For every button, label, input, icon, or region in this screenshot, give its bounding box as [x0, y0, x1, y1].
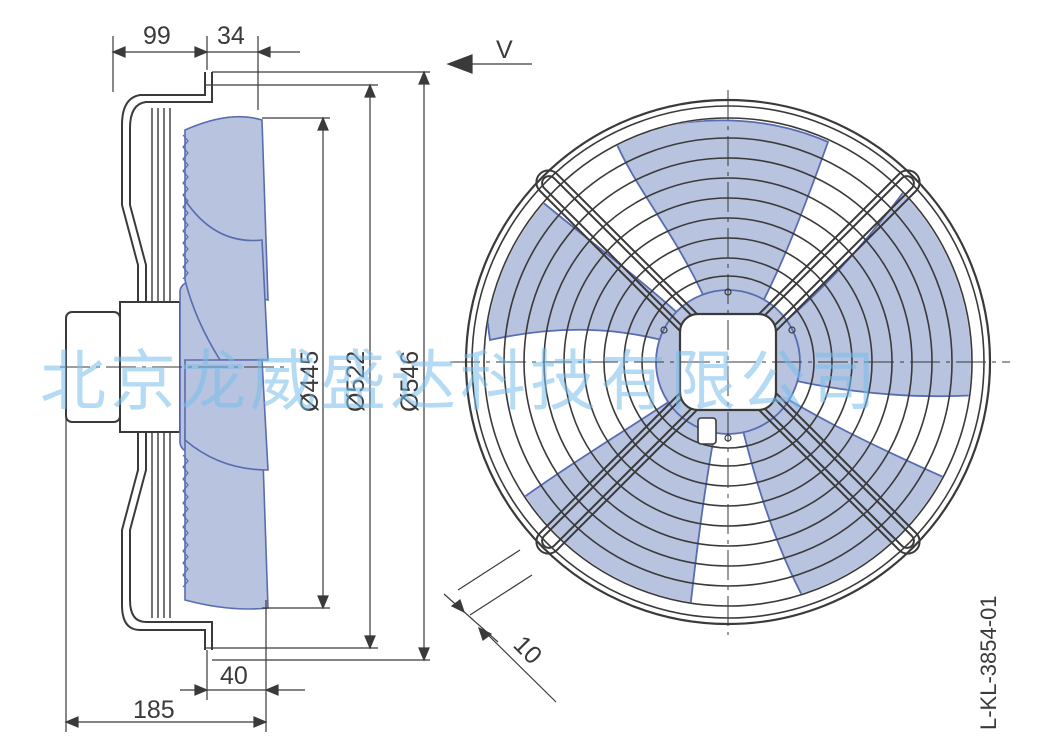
dim-34-label: 34	[217, 22, 245, 50]
side-guard-outer	[121, 72, 206, 650]
cable-gland	[697, 417, 717, 445]
side-blade-lower-2	[184, 359, 269, 471]
front-view	[443, 90, 1010, 703]
front-blade	[613, 119, 830, 365]
dim-10-label: 10	[508, 630, 547, 669]
hub-bolt	[660, 326, 668, 334]
drawing-code-label: L-KL-3854-01	[976, 595, 1001, 730]
dim-445-label: Ø445	[296, 351, 324, 412]
dim-522-label: Ø522	[342, 351, 370, 412]
dim-10-lines	[443, 549, 557, 703]
view-direction-label: V	[496, 36, 513, 64]
side-guard-inner	[129, 72, 213, 650]
blade-edge-serration	[182, 134, 189, 588]
dim-40-label: 40	[220, 662, 248, 690]
dim-99-label: 99	[143, 22, 171, 50]
dimension-lines	[64, 36, 532, 732]
hub-bolt	[788, 326, 796, 334]
side-view	[60, 72, 285, 650]
dim-546-label: Ø546	[396, 351, 424, 412]
dim-185-label: 185	[133, 696, 175, 724]
